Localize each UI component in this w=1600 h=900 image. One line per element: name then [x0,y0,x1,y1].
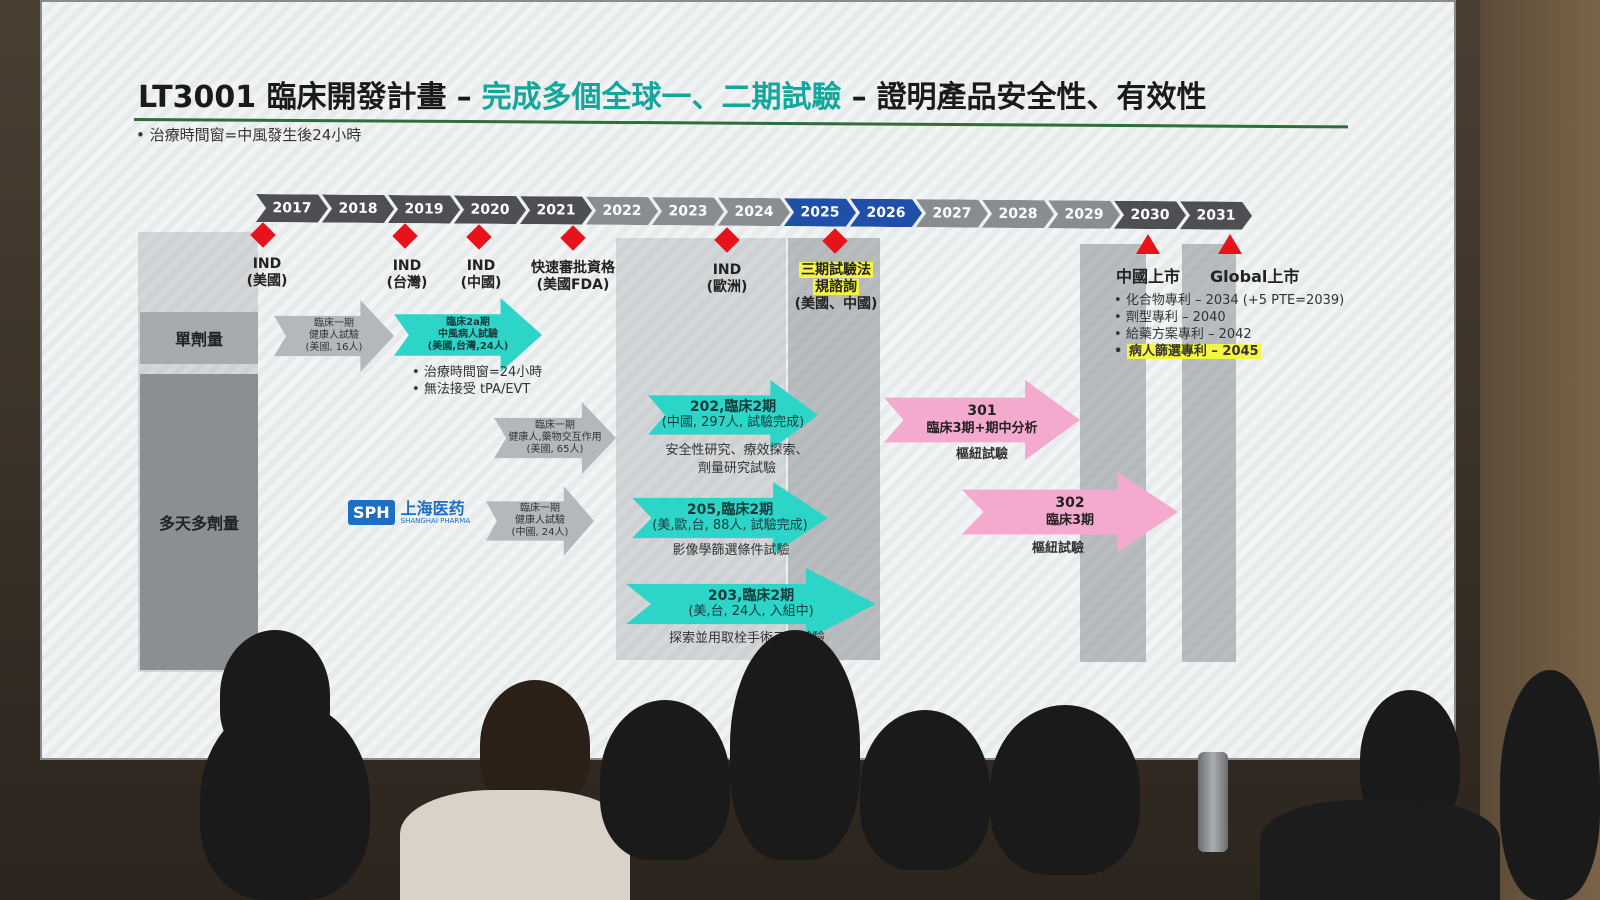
year-2029: 2029 [1048,200,1120,229]
year-2017: 2017 [256,194,328,223]
year-2020: 2020 [454,196,526,225]
title-sep-2: – [851,80,867,115]
milestone-diamond-icon [560,225,586,251]
column-band-2031 [1182,244,1236,662]
milestone-fda-fast: 快速審批資格(美國FDA) [531,260,615,293]
trial-arrow-p2a: 臨床2a期中風病人試驗(美國,台灣,24人) [394,298,542,372]
slide-title: LT3001 臨床開發計畫–完成多個全球一、二期試驗–證明產品安全性、有效性 [138,72,1207,116]
year-2025: 2025 [784,198,856,227]
milestone-ind-us: IND(美國) [246,256,288,289]
year-2024: 2024 [718,198,790,227]
projection-screen: LT3001 臨床開發計畫–完成多個全球一、二期試驗–證明產品安全性、有效性 •… [40,0,1456,760]
p2a-note-item: • 無法接受 tPA/EVT [412,382,531,397]
trial-arrow-p1-ddi: 臨床一期健康人,藥物交互作用(美國, 65人) [494,402,616,474]
launch-triangle-icon [1136,234,1160,254]
title-main: LT3001 臨床開發計畫 [138,80,447,115]
milestone-diamond-icon [466,224,492,250]
year-2026: 2026 [850,199,922,228]
milestone-global-market: Global上市 [1210,267,1300,286]
patent-item: • 病人篩選專利 – 2045 [1114,344,1261,359]
year-2030: 2030 [1114,201,1186,230]
year-2021: 2021 [520,196,592,225]
milestone-ind-tw: IND(台灣) [386,258,428,291]
audience-head [990,705,1140,875]
audience-head [860,710,990,870]
milestone-ind-cn: IND(中國) [460,258,502,291]
year-2019: 2019 [388,195,460,224]
sph-logo-en: SHANGHAI PHARMA [400,516,471,525]
milestone-diamond-icon [392,223,418,249]
year-2022: 2022 [586,197,658,226]
year-2027: 2027 [916,199,988,228]
launch-triangle-icon [1218,234,1242,254]
p2a-notes: • 治療時間窗=24小時 • 無法接受 tPA/EVT [412,364,542,398]
trial-arrow-p1-single: 臨床一期健康人試驗(美國, 16人) [274,300,394,372]
shanghai-pharma-logo: SPH 上海医药 SHANGHAI PHARMA [348,500,470,525]
patent-list: • 化合物專利 – 2034 (+5 PTE=2039) • 劑型專利 – 20… [1114,292,1344,360]
year-2028: 2028 [982,200,1054,229]
audience-shoulders [400,790,630,900]
milestone-ind-eu: IND(歐洲) [706,262,748,295]
title-accent: 完成多個全球一、二期試驗 [481,80,842,115]
subnote: • 治療時間窗=中風發生後24小時 [136,126,362,144]
milestone-cn-market: 中國上市 [1116,267,1181,286]
year-2031: 2031 [1180,201,1252,230]
audience-head [730,630,860,860]
audience-shoulders [1260,800,1500,900]
title-sep-1: – [456,80,472,115]
water-bottle [1198,752,1228,852]
milestone-phase3-consult: 三期試驗法 規諮詢 (美國、中國) [794,262,878,312]
year-2023: 2023 [652,197,724,226]
row-label-multi-dose: 多天多劑量 [140,374,258,670]
audience-head [600,700,730,860]
title-tail: 證明產品安全性、有效性 [876,80,1207,115]
trial-302-desc: 樞紐試驗 [1031,541,1084,556]
column-band-2030 [1080,244,1146,662]
row-label-single-dose: 單劑量 [140,312,258,364]
trial-301-desc: 樞紐試驗 [955,447,1008,462]
audience-head [1500,670,1600,900]
patent-item: • 化合物專利 – 2034 (+5 PTE=2039) [1114,293,1345,308]
p2a-note-item: • 治療時間窗=24小時 [412,365,543,380]
sph-logo-cn: 上海医药 [400,498,465,518]
patent-item: • 劑型專利 – 2040 [1114,310,1226,325]
trial-202-desc: 安全性研究、療效探索、劑量研究試驗 [665,443,809,476]
trial-205-desc: 影像學篩選條件試驗 [672,543,790,558]
trial-arrow-p1-cn: 臨床一期健康人試驗(中國, 24人) [486,486,594,556]
audience-head [200,700,370,900]
patent-item: • 給藥方案專利 – 2042 [1114,327,1252,342]
audience-head [480,680,590,810]
sph-logo-mark: SPH [348,500,395,525]
year-2018: 2018 [322,195,394,224]
